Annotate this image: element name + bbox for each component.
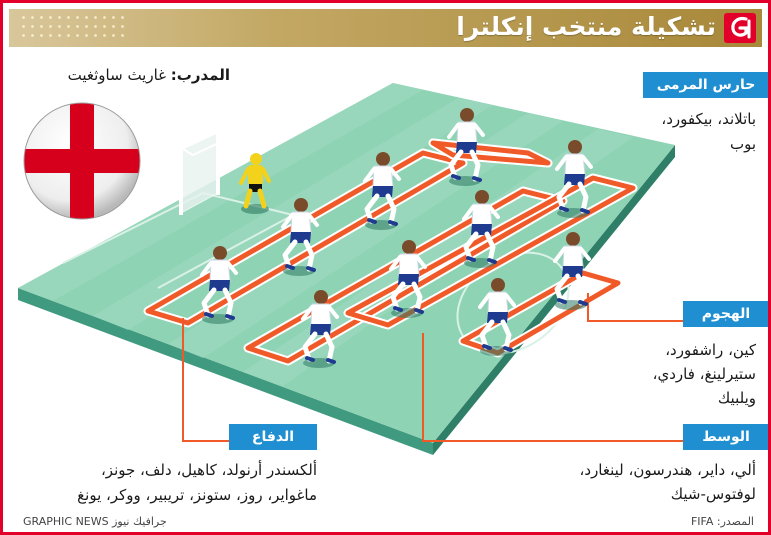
goalkeeper-names: باتلاند، بيكفورد، بوب [661,110,756,153]
credit-note: GRAPHIC NEWS جرافيك نيوز [23,515,167,528]
defense-names: ألكسندر أرنولد، كاهيل، دلف، جونز، ماغواي… [77,461,317,504]
player-figure [447,108,485,186]
pitch-scene [18,83,683,455]
pitch-front-edge [18,288,433,455]
player-figure [363,152,401,230]
england-flag-ball-icon [23,102,141,220]
coach-name: غاريث ساوثغيت [67,66,167,84]
player-figure [553,232,591,310]
goalkeeper-label: حارس المرمى [643,72,768,98]
midfield-label: الوسط [683,424,768,450]
source-note: المصدر: FIFA [690,515,754,528]
goal-net-icon [179,127,232,215]
goalkeeper-figure [239,153,271,214]
page-title: تشكيلة منتخب إنكلترا [456,12,716,41]
attack-names: كين، راشفورد، ستيرلينغ، فاردي، ويلبيك [652,341,756,407]
defense-label: الدفاع [229,424,317,450]
header-bar: تشكيلة منتخب إنكلترا [9,9,762,47]
player-figure [200,246,238,324]
pitch-right-edge [433,145,675,455]
graphic-news-logo-icon [724,13,756,43]
label-connectors [182,293,683,442]
header-sparkle-pattern [19,13,129,43]
player-figure [462,190,500,268]
player-figure [301,290,339,368]
player-figure [555,140,593,218]
coach-label: المدرب: [170,66,230,84]
attack-label: الهجوم [683,301,768,327]
midfield-names: ألي، داير، هندرسون، لينغارد، لوفتوس-شيك [579,461,756,503]
player-figure [389,240,427,318]
player-figure [478,278,516,356]
player-figure [281,198,319,276]
players-group [200,108,593,368]
coach-line: المدرب: غاريث ساوثغيت [68,66,230,84]
